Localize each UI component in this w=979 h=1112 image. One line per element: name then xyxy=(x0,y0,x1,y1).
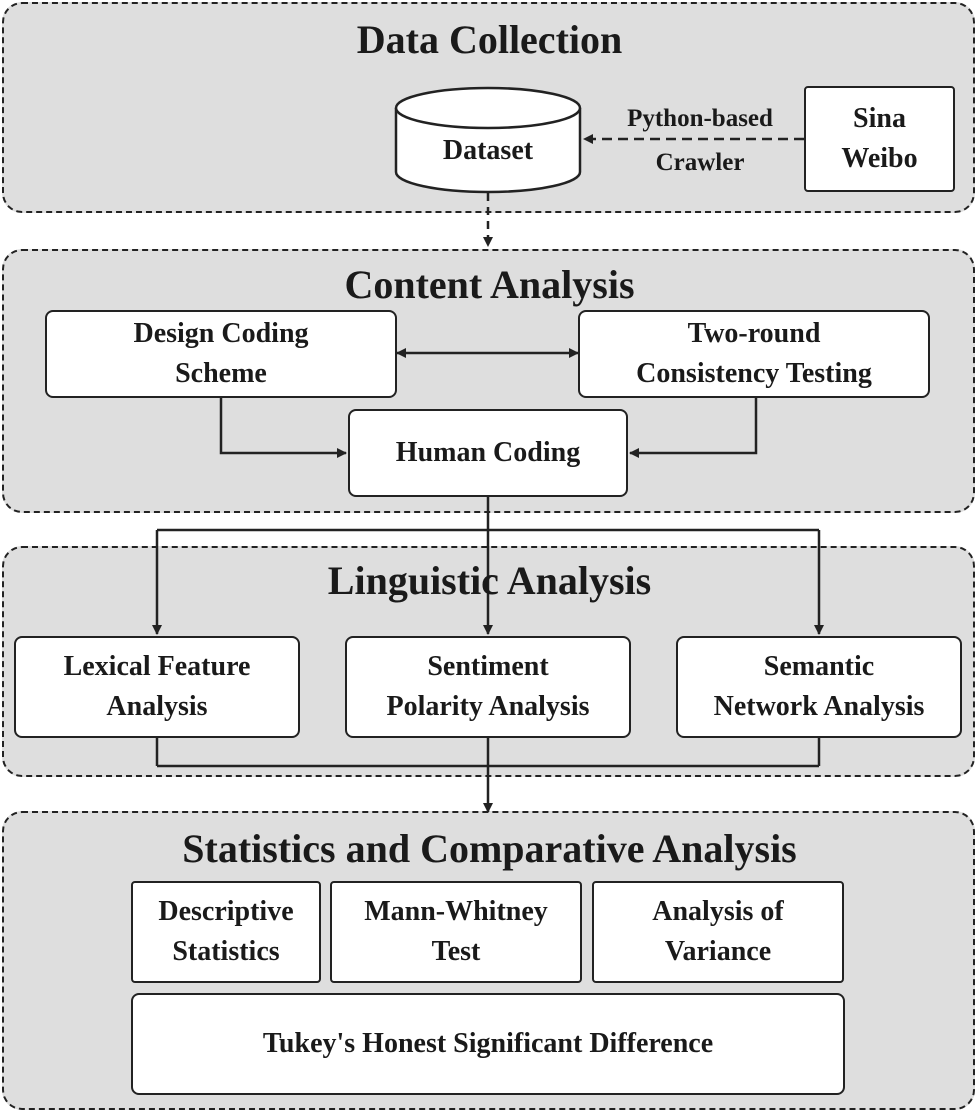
linguistic-analysis-title: Linguistic Analysis xyxy=(327,558,652,603)
sentiment-line2: Polarity Analysis xyxy=(386,691,590,722)
sina-weibo-box: Sina Weibo xyxy=(804,86,955,192)
mann-whitney-line2: Test xyxy=(431,936,481,967)
sentiment-line1: Sentiment xyxy=(427,651,549,682)
semantic-network-box: Semantic Network Analysis xyxy=(676,636,962,738)
analysis-of-variance-box: Analysis of Variance xyxy=(592,881,844,983)
sina-weibo-line2: Weibo xyxy=(841,143,918,174)
descriptive-line2: Statistics xyxy=(172,936,280,967)
sentiment-polarity-box: Sentiment Polarity Analysis xyxy=(345,636,631,738)
lexical-line2: Analysis xyxy=(106,691,208,722)
two-round-line1: Two-round xyxy=(687,318,821,349)
content-analysis-title: Content Analysis xyxy=(344,262,635,307)
mann-whitney-box: Mann-Whitney Test xyxy=(330,881,582,983)
descriptive-line1: Descriptive xyxy=(158,896,294,927)
crawler-label-line2: Crawler xyxy=(655,149,745,176)
semantic-line1: Semantic xyxy=(763,651,875,682)
sina-weibo-line1: Sina xyxy=(853,103,906,134)
human-coding-label: Human Coding xyxy=(395,437,581,468)
design-coding-scheme-box: Design Coding Scheme xyxy=(45,310,397,398)
two-round-testing-box: Two-round Consistency Testing xyxy=(578,310,930,398)
two-round-line2: Consistency Testing xyxy=(636,358,872,389)
lexical-line1: Lexical Feature xyxy=(63,651,251,682)
tukey-hsd-box: Tukey's Honest Significant Difference xyxy=(131,993,845,1095)
statistics-title: Statistics and Comparative Analysis xyxy=(182,826,797,871)
design-coding-line2: Scheme xyxy=(175,358,267,389)
crawler-label-line1: Python-based xyxy=(627,105,773,132)
lexical-feature-box: Lexical Feature Analysis xyxy=(14,636,300,738)
crawler-label: Python-based Crawler xyxy=(602,97,798,185)
anova-line1: Analysis of xyxy=(652,896,784,927)
semantic-line2: Network Analysis xyxy=(713,691,925,722)
dataset-label: Dataset xyxy=(442,135,534,166)
human-coding-box: Human Coding xyxy=(348,409,628,497)
descriptive-statistics-box: Descriptive Statistics xyxy=(131,881,321,983)
design-coding-line1: Design Coding xyxy=(133,318,309,349)
tukey-label: Tukey's Honest Significant Difference xyxy=(262,1028,714,1059)
data-collection-title: Data Collection xyxy=(356,17,623,62)
anova-line2: Variance xyxy=(664,936,772,967)
mann-whitney-line1: Mann-Whitney xyxy=(364,896,548,927)
